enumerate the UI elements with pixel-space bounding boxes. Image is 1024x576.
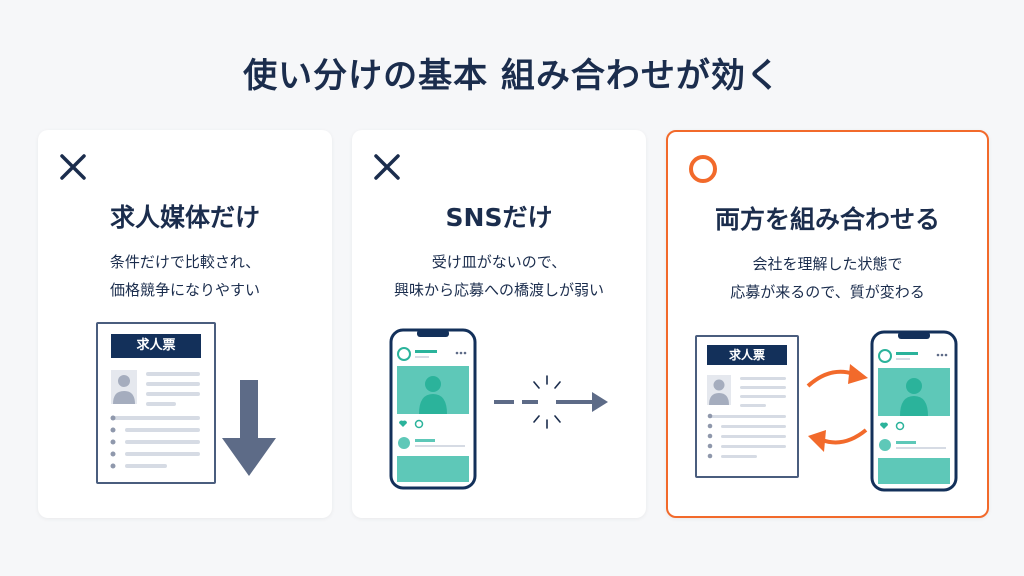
smartphone-sns-icon [870,330,958,492]
desc-line: 会社を理解した状態で [752,255,903,273]
job-posting-document: 求人票 [695,335,799,478]
card-description: 会社を理解した状態で 応募が来るので、質が変わる [668,250,987,306]
broken-arrow-icon [494,375,608,429]
card-heading: SNSだけ [445,203,553,232]
desc-line: 条件だけで比較され、 [109,253,261,271]
card-sns-only: SNSだけ 受け皿がないので、 興味から応募への橋渡しが弱い [352,130,646,518]
desc-line: 価格競争になりやすい [109,281,260,299]
arrow-down-icon [222,380,276,476]
document-header: 求人票 [111,334,201,358]
circle-icon [689,155,717,183]
desc-line: 興味から応募への橋渡しが弱い [393,281,604,299]
card-description: 条件だけで比較され、 価格競争になりやすい [38,248,332,304]
page-title: 使い分けの基本 組み合わせが効く [243,56,781,96]
document-header: 求人票 [707,345,787,365]
document-body-icon [110,370,200,469]
document-body-icon [707,375,786,459]
cross-icon [60,154,86,180]
card-heading: 両方を組み合わせる [714,205,940,234]
card-heading: 求人媒体だけ [109,203,260,232]
job-posting-document: 求人票 [96,322,216,484]
desc-line: 応募が来るので、質が変わる [730,283,925,301]
desc-line: 受け皿がないので、 [431,253,567,271]
card-job-board-only: 求人媒体だけ 条件だけで比較され、 価格競争になりやすい 求人票 [38,130,332,518]
card-combined: 両方を組み合わせる 会社を理解した状態で 応募が来るので、質が変わる 求人票 [666,130,989,518]
smartphone-sns-icon [389,328,477,490]
card-description: 受け皿がないので、 興味から応募への橋渡しが弱い [352,248,646,304]
exchange-arrows-icon [806,364,868,452]
cross-icon [374,154,400,180]
